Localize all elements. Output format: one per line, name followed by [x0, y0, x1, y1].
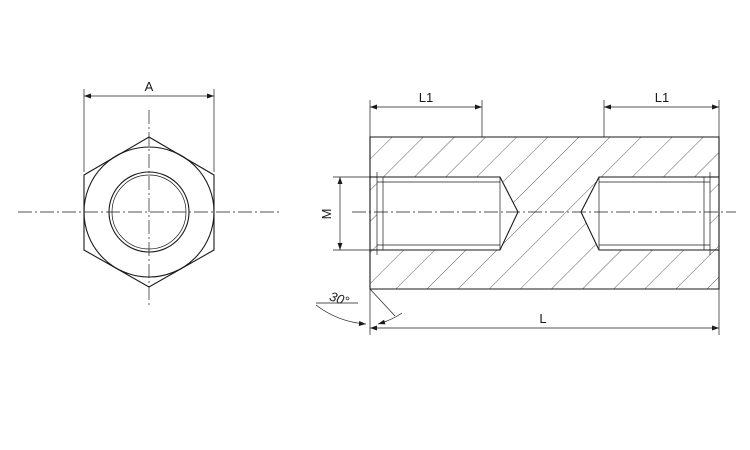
section-hatch — [370, 137, 719, 289]
thread-bore-outer — [108, 171, 190, 253]
dim-label-l1-right: L1 — [655, 90, 669, 105]
front-view: A — [18, 79, 282, 308]
dim-label-l: L — [539, 311, 546, 326]
angle-leader-line — [369, 288, 396, 317]
dim-label-l1-left: L1 — [419, 90, 433, 105]
angle-arc-right — [377, 312, 403, 325]
left-thread-bore — [370, 172, 519, 255]
right-thread-bore — [580, 172, 719, 255]
side-view: L1 L1 M L 30° — [315, 90, 736, 335]
dim-label-angle: 30° — [328, 289, 351, 309]
thread-bore-inner — [111, 174, 187, 250]
chamfer-circle — [83, 146, 215, 278]
dim-label-m: M — [319, 209, 334, 220]
hex-outline — [83, 136, 215, 288]
dim-label-a: A — [145, 79, 154, 94]
angle-arc — [315, 304, 367, 326]
